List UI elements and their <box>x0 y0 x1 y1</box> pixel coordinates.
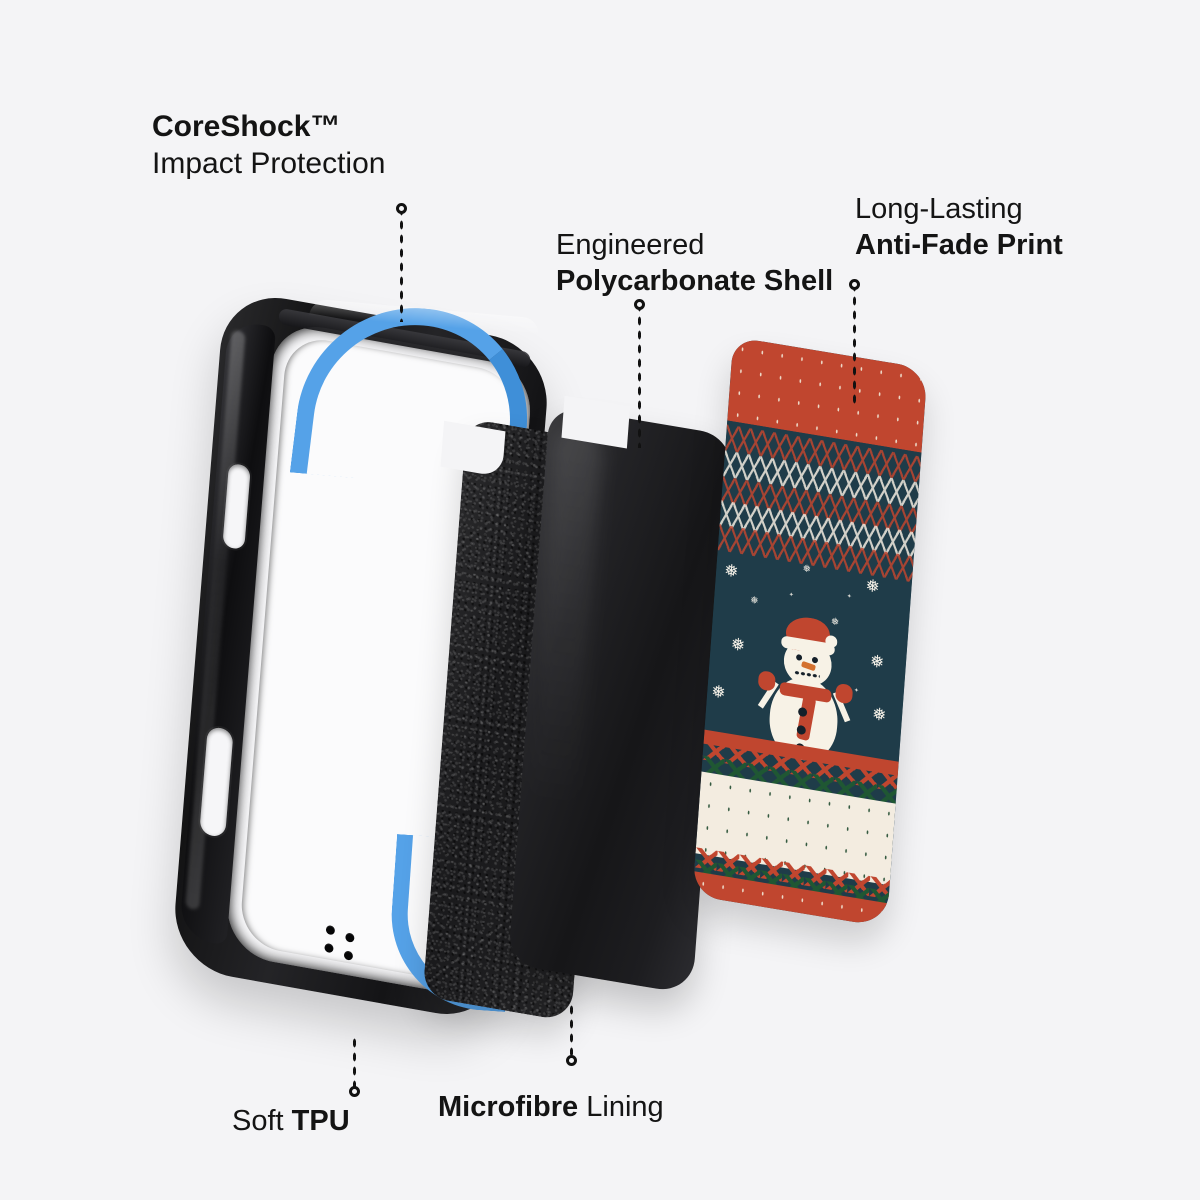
leader-dots <box>852 280 857 406</box>
leader-ring-marker <box>396 203 407 214</box>
leader-line-coreshock <box>396 203 407 322</box>
leader-line-polycarbonate <box>634 299 645 448</box>
microfibre-lining-notch <box>440 420 506 478</box>
callout-line-2: Polycarbonate Shell <box>556 264 834 297</box>
callout-label-microfibre: Microfibre Lining <box>438 1090 664 1126</box>
leader-dots <box>399 204 404 322</box>
snowflake-icon: ❅ <box>871 703 888 726</box>
polycarbonate-shell-panel <box>507 395 735 995</box>
snowflake-icon: ❅ <box>730 634 746 656</box>
leader-ring-marker <box>566 1055 577 1066</box>
callout-text-regular: Soft <box>232 1105 292 1137</box>
leader-line-microfibre <box>566 1003 577 1066</box>
snowflake-icon: ❅ <box>864 575 881 597</box>
callout-text-bold: Microfibre <box>438 1091 579 1123</box>
callout-line-1: Engineered <box>556 229 705 261</box>
christmas-print-artwork: ❅ ❅ ❅ ❅ ❅ ❅ ❅ ❅ ❅ ✦ ✦ ✦ ✦ <box>692 336 928 928</box>
snowflake-icon: ✦ <box>853 687 860 695</box>
leader-ring-marker <box>634 299 645 310</box>
print-band-teal: ❅ ❅ ❅ ❅ ❅ ❅ ❅ ❅ ❅ ✦ ✦ ✦ ✦ <box>704 420 922 766</box>
leader-dots <box>637 300 642 448</box>
snowflake-icon: ❅ <box>869 651 885 673</box>
callout-label-antifade: Long-Lasting Anti-Fade Print <box>855 192 1063 264</box>
leader-ring-marker <box>849 279 860 290</box>
snowflake-icon: ❅ <box>802 563 812 576</box>
leader-dots <box>569 1003 574 1065</box>
snowflake-icon: ❅ <box>749 594 759 608</box>
callout-line-1: CoreShock™ <box>152 110 341 143</box>
snowflake-icon: ❅ <box>723 560 740 582</box>
polycarbonate-shell-highlight <box>527 424 605 812</box>
leader-line-antifade <box>849 279 860 406</box>
snowflake-icon: ✦ <box>788 592 794 599</box>
callout-label-coreshock: CoreShock™ Impact Protection <box>152 108 385 182</box>
snowflake-icon: ❅ <box>710 681 727 703</box>
leader-dots <box>352 1036 357 1096</box>
callout-line-1: Long-Lasting <box>855 193 1023 225</box>
callout-label-polycarbonate: Engineered Polycarbonate Shell <box>556 228 833 300</box>
callout-line-2: Anti-Fade Print <box>855 228 1063 261</box>
snowflake-icon: ✦ <box>846 593 852 601</box>
callout-label-tpu: Soft TPU <box>232 1104 350 1140</box>
leader-ring-marker <box>349 1086 360 1097</box>
callout-line-2: Impact Protection <box>152 147 386 181</box>
printed-back-panel: ❅ ❅ ❅ ❅ ❅ ❅ ❅ ❅ ❅ ✦ ✦ ✦ ✦ <box>692 336 1022 942</box>
leader-line-tpu <box>349 1036 360 1097</box>
callout-text-bold: TPU <box>291 1105 350 1137</box>
callout-text-regular: Lining <box>578 1091 664 1123</box>
